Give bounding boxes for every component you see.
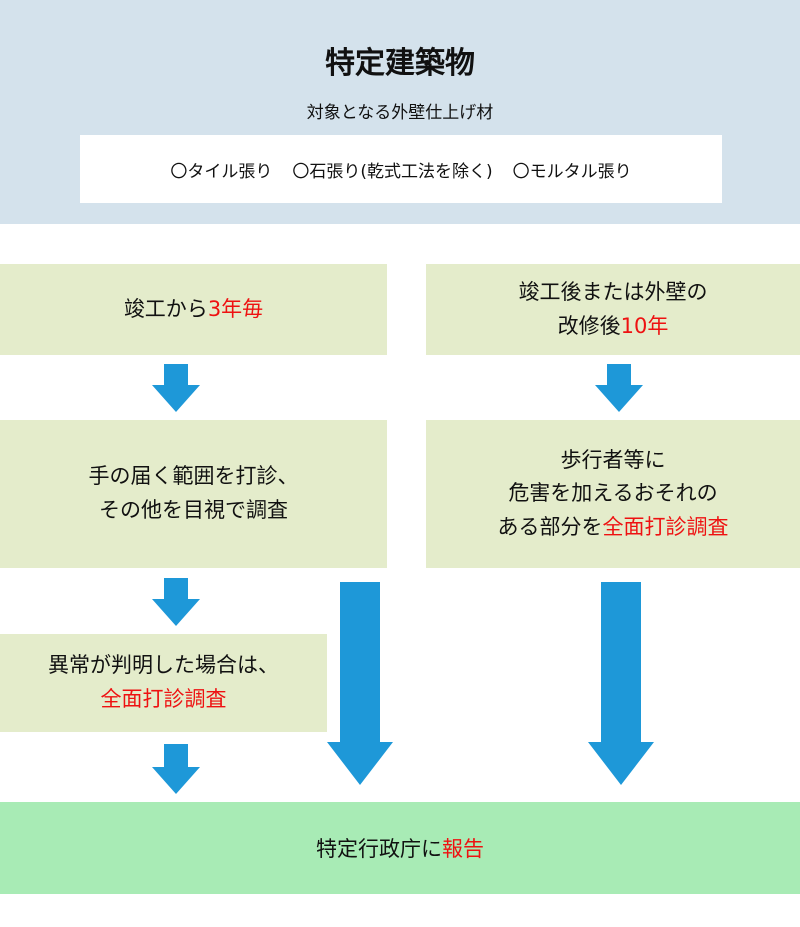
right-step-inspection-line3: ある部分を全面打診調査 (498, 511, 729, 545)
report-text: 特定行政庁に (316, 837, 442, 861)
materials-box: 〇タイル張り 〇石張り(乾式工法を除く) 〇モルタル張り (80, 135, 722, 203)
long-arrow-down-icon (588, 582, 654, 785)
target-building-header: 特定建築物 対象となる外壁仕上げ材 〇タイル張り 〇石張り(乾式工法を除く) 〇… (0, 0, 800, 224)
report-line: 特定行政庁に報告 (316, 833, 484, 863)
right-step-inspection-highlight: 全面打診調査 (602, 514, 729, 539)
arrow-down-icon (152, 744, 200, 794)
right-step-inspection-text: ある部分を (497, 514, 603, 539)
report-box: 特定行政庁に報告 (0, 802, 800, 894)
right-step-interval-line2: 改修後10年 (558, 310, 669, 344)
left-step-interval: 竣工から3年毎 (0, 264, 387, 355)
left-step-inspection-line1: 手の届く範囲を打診、 (88, 464, 299, 489)
right-step-inspection-line1: 歩行者等に (560, 447, 666, 472)
header-subtitle: 対象となる外壁仕上げ材 (306, 103, 494, 123)
left-step-abnormal: 異常が判明した場合は、 全面打診調査 (0, 634, 327, 732)
long-arrow-down-icon (327, 582, 393, 785)
left-step-interval-line: 竣工から3年毎 (124, 293, 263, 327)
material-tile: 〇タイル張り (170, 161, 273, 182)
left-step-inspection-line2: その他を目視で調査 (99, 498, 288, 522)
arrow-down-icon (595, 364, 643, 412)
report-highlight: 報告 (442, 837, 484, 861)
right-step-interval: 竣工後または外壁の 改修後10年 (426, 264, 800, 355)
header-title: 特定建築物 (325, 46, 475, 81)
right-step-interval-text: 改修後 (557, 313, 621, 338)
arrow-down-icon (152, 364, 200, 412)
right-step-inspection-line2: 危害を加えるおそれの (508, 481, 718, 506)
left-step-interval-text: 竣工から (123, 296, 208, 321)
left-step-abnormal-highlight: 全面打診調査 (100, 687, 227, 711)
left-step-inspection: 手の届く範囲を打診、 その他を目視で調査 (0, 420, 387, 568)
right-step-interval-line1: 竣工後または外壁の (518, 279, 708, 304)
right-step-inspection: 歩行者等に 危害を加えるおそれの ある部分を全面打診調査 (426, 420, 800, 568)
left-step-interval-highlight: 3年毎 (207, 296, 264, 321)
left-step-abnormal-line1: 異常が判明した場合は、 (48, 653, 279, 678)
arrow-down-icon (152, 578, 200, 626)
material-stone: 〇石張り(乾式工法を除く) (292, 161, 493, 182)
material-mortar: 〇モルタル張り (512, 161, 632, 182)
right-step-interval-highlight: 10年 (620, 313, 669, 338)
